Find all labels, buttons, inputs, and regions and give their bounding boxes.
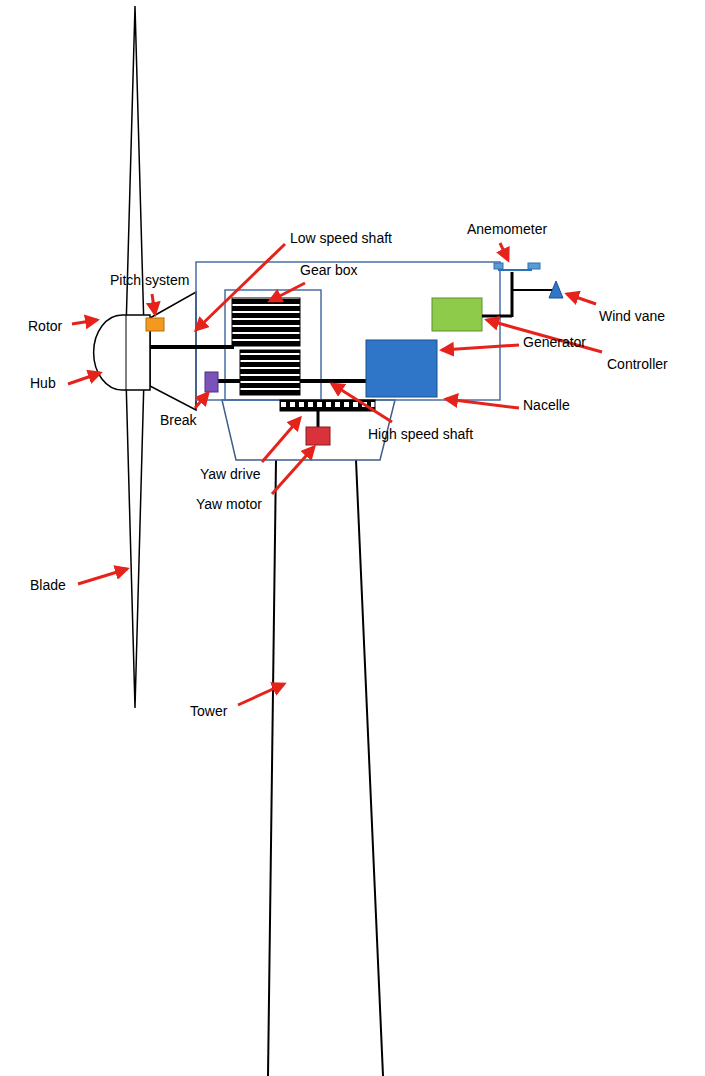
tower-line bbox=[356, 460, 383, 1076]
sensor-mast bbox=[511, 272, 514, 317]
blade-root bbox=[126, 315, 127, 390]
wind-vane bbox=[549, 281, 563, 298]
part-label: Hub bbox=[30, 375, 56, 392]
leader-arrow bbox=[262, 418, 300, 462]
part-label: Generator bbox=[523, 334, 586, 351]
leader-arrow bbox=[500, 243, 508, 260]
part-label: Low speed shaft bbox=[290, 230, 392, 247]
part-label: Yaw drive bbox=[200, 466, 260, 483]
leader-arrow bbox=[567, 294, 596, 304]
gearbox-frame bbox=[225, 290, 321, 400]
leader-arrow bbox=[332, 384, 392, 422]
tower-line bbox=[268, 460, 276, 1076]
part-label: Gear box bbox=[300, 262, 358, 279]
blade bbox=[126, 378, 144, 708]
nacelle bbox=[196, 262, 500, 400]
part-label: Pitch system bbox=[110, 272, 189, 289]
leader-arrow bbox=[78, 569, 127, 584]
part-label: Controller bbox=[607, 356, 668, 373]
controller bbox=[432, 298, 482, 331]
generator bbox=[366, 340, 437, 397]
anemometer-cup bbox=[528, 263, 540, 269]
leader-arrow bbox=[270, 283, 305, 301]
part-label: High speed shaft bbox=[368, 426, 473, 443]
leader-arrow bbox=[68, 373, 100, 384]
part-label: Anemometer bbox=[467, 221, 547, 238]
sensor-mast bbox=[512, 289, 552, 291]
sensor-mast bbox=[482, 315, 512, 318]
gear-box bbox=[240, 350, 300, 395]
anemometer-cup bbox=[494, 263, 503, 269]
yaw-motor bbox=[306, 427, 330, 445]
low-speed-shaft bbox=[150, 345, 234, 349]
leader-arrow bbox=[238, 684, 284, 705]
part-label: Blade bbox=[30, 577, 66, 594]
nose-cone bbox=[150, 292, 196, 410]
brake bbox=[205, 372, 218, 392]
leader-arrow bbox=[446, 399, 519, 408]
part-label: Yaw motor bbox=[196, 496, 262, 513]
yaw-shaft bbox=[317, 411, 320, 428]
leader-arrow bbox=[152, 294, 155, 314]
hub bbox=[94, 315, 150, 390]
pitch-system bbox=[146, 318, 164, 331]
leader-arrow bbox=[195, 393, 208, 408]
part-label: Wind vane bbox=[599, 308, 665, 325]
part-label: Break bbox=[160, 412, 197, 429]
part-label: Rotor bbox=[28, 318, 62, 335]
leader-arrow bbox=[442, 345, 519, 350]
part-label: Tower bbox=[190, 703, 227, 720]
leader-arrow bbox=[196, 244, 285, 330]
leader-arrow bbox=[72, 320, 97, 324]
gear-box bbox=[232, 298, 300, 346]
part-label: Nacelle bbox=[523, 397, 570, 414]
leader-arrow bbox=[272, 447, 314, 494]
